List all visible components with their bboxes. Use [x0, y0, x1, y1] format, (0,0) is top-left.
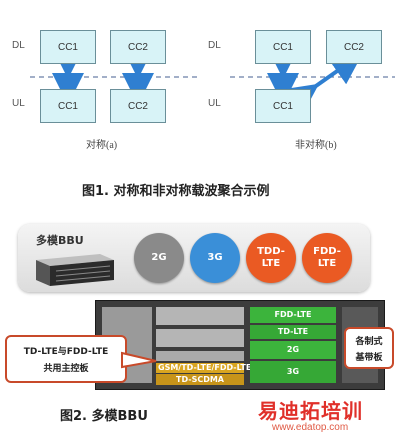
baseband-board-callout: 各制式 基带板 [344, 327, 394, 369]
bbu-chassis-image [36, 254, 114, 286]
figure1-arrows [30, 47, 395, 116]
board-td-scdma: TD-SCDMA [156, 374, 244, 385]
callout-right-line2: 基带板 [355, 353, 383, 363]
rack-mid-board-1 [156, 307, 244, 325]
tech-tdd-lte-badge: TDD- LTE [246, 233, 296, 283]
watermark-brand: 易迪拓培训 [258, 399, 363, 423]
sym-dl-cc2-box: CC2 [110, 30, 166, 64]
figure1-caption: 图1. 对称和非对称载波聚合示例 [82, 184, 270, 199]
callout-left-pointer [121, 351, 157, 369]
asym-dl-cc1-box: CC1 [255, 30, 311, 64]
callout-left-line2: 共用主控板 [43, 364, 89, 374]
board-td-lte: TD-LTE [250, 325, 336, 339]
tech-2g-badge: 2G [134, 233, 184, 283]
tech-fdd-lte-badge: FDD- LTE [302, 233, 352, 283]
sym-ul-cc2-box: CC2 [110, 89, 166, 123]
board-gsm-mix: GSM/TD-LTE/FDD-LTE [156, 363, 252, 373]
board-2g: 2G [250, 341, 336, 359]
asym-ul-label: UL [208, 98, 221, 109]
callout-left-line1: TD-LTE与FDD-LTE [23, 347, 109, 357]
sym-caption: 对称(a) [86, 140, 118, 151]
asym-caption: 非对称(b) [295, 140, 337, 151]
tech-2g-label: 2G [151, 252, 167, 263]
board-td-scdma-label: TD-SCDMA [176, 375, 224, 384]
shared-main-control-callout: TD-LTE与FDD-LTE 共用主控板 [5, 335, 127, 383]
tech-fdd-lte-label: FDD- LTE [313, 246, 341, 269]
sym-ul-cc1-box: CC1 [40, 89, 96, 123]
watermark-url: www.edatop.com [272, 422, 349, 433]
bbu-rack-panel: GSM/TD-LTE/FDD-LTE TD-SCDMA FDD-LTE TD-L… [95, 300, 385, 390]
board-td-lte-label: TD-LTE [277, 327, 309, 336]
multimode-bbu-title: 多模BBU [36, 234, 84, 247]
board-gsm-mix-label: GSM/TD-LTE/FDD-LTE [158, 363, 252, 372]
asym-ul-cc1-box: CC1 [255, 89, 311, 123]
board-fdd-lte: FDD-LTE [250, 307, 336, 323]
tech-3g-badge: 3G [190, 233, 240, 283]
board-3g: 3G [250, 361, 336, 383]
figure2-caption: 图2. 多模BBU [60, 409, 148, 424]
sym-dl-label: DL [12, 40, 25, 51]
tech-tdd-lte-label: TDD- LTE [257, 246, 285, 269]
tech-3g-label: 3G [207, 252, 223, 263]
callout-right-line1: 各制式 [355, 337, 383, 347]
board-fdd-lte-label: FDD-LTE [274, 310, 312, 319]
board-3g-label: 3G [286, 367, 300, 376]
asym-dl-cc2-box: CC2 [326, 30, 382, 64]
asym-dl-label: DL [208, 40, 221, 51]
sym-ul-label: UL [12, 98, 25, 109]
multimode-bbu-banner: 多模BBU 2G 3G TDD- LTE FDD- LTE [18, 224, 370, 292]
rack-mid-board-2 [156, 329, 244, 347]
sym-dl-cc1-box: CC1 [40, 30, 96, 64]
asym-arrow-diagonal [283, 52, 364, 116]
rack-mid-board-3 [156, 351, 244, 361]
board-2g-label: 2G [286, 345, 300, 354]
